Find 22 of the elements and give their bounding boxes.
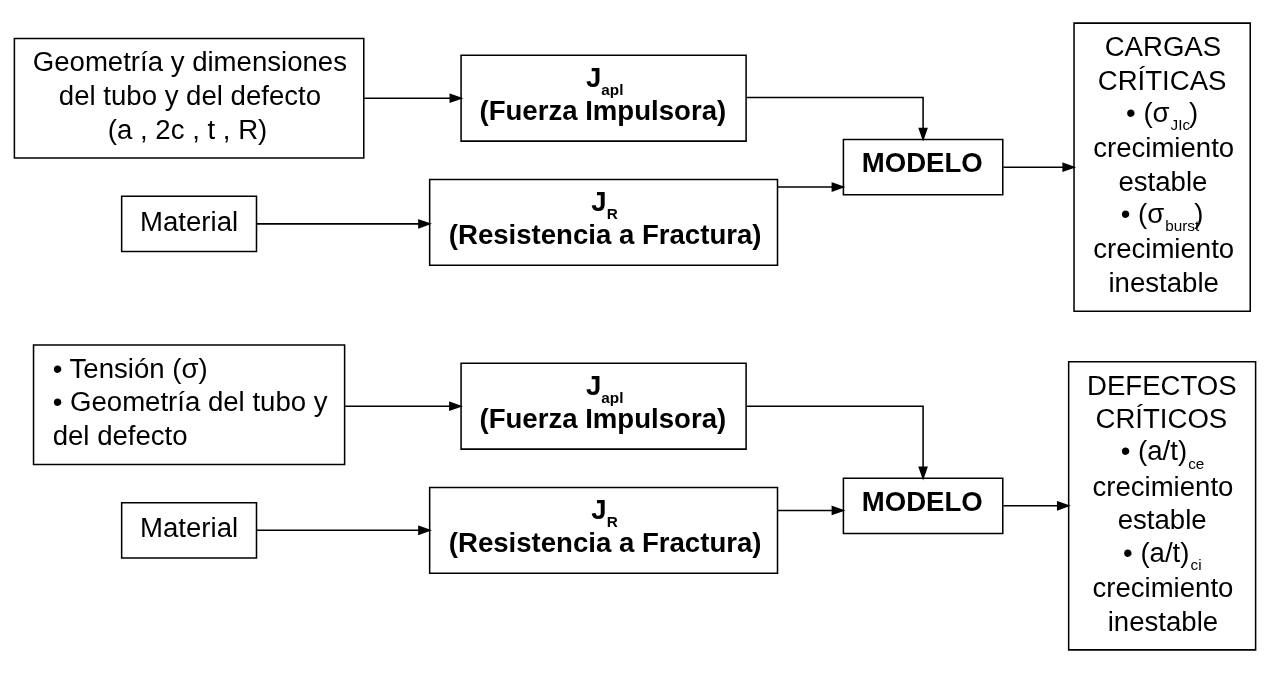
arrow bbox=[777, 505, 846, 516]
node-box: J$_{R}$ (Resistencia a Fractura) bbox=[428, 486, 779, 574]
node-box: Material bbox=[120, 502, 258, 559]
node-box: Material bbox=[120, 195, 258, 253]
node-box: J$_{apl}$ (Fuerza Impulsora) bbox=[460, 362, 747, 450]
node-box: Geometría y dimensiones del tubo y del defecto (a , 2c , t , R) bbox=[13, 37, 365, 159]
node-box: • Tensión (σ) • Geometría del tubo y del defecto bbox=[32, 344, 346, 466]
node-box: J$_{R}$ (Resistencia a Fractura) bbox=[428, 178, 779, 266]
arrow bbox=[255, 219, 432, 229]
arrow bbox=[1002, 501, 1071, 511]
node-box: J$_{apl}$ (Fuerza Impulsora) bbox=[460, 54, 747, 142]
arrow bbox=[255, 525, 432, 536]
node-box: MODELO bbox=[842, 477, 1004, 535]
arrow bbox=[745, 96, 928, 142]
node-box: DEFECTOS CRÍTICOS • (a/t)$_{ce}$ crecimiento estable • (a/t)$_{ci}$ crecimiento inestable bbox=[1067, 361, 1257, 651]
arrow bbox=[363, 93, 464, 104]
node-box: CARGAS CRÍTICAS • (σ$_{JIc}$) crecimiento estable • (σ$_{burst}$) crecimiento inestable bbox=[1073, 22, 1251, 312]
node-box: MODELO bbox=[842, 138, 1004, 196]
arrow bbox=[344, 401, 463, 412]
arrow bbox=[1002, 162, 1077, 172]
arrow bbox=[777, 182, 846, 192]
arrow bbox=[745, 405, 928, 481]
